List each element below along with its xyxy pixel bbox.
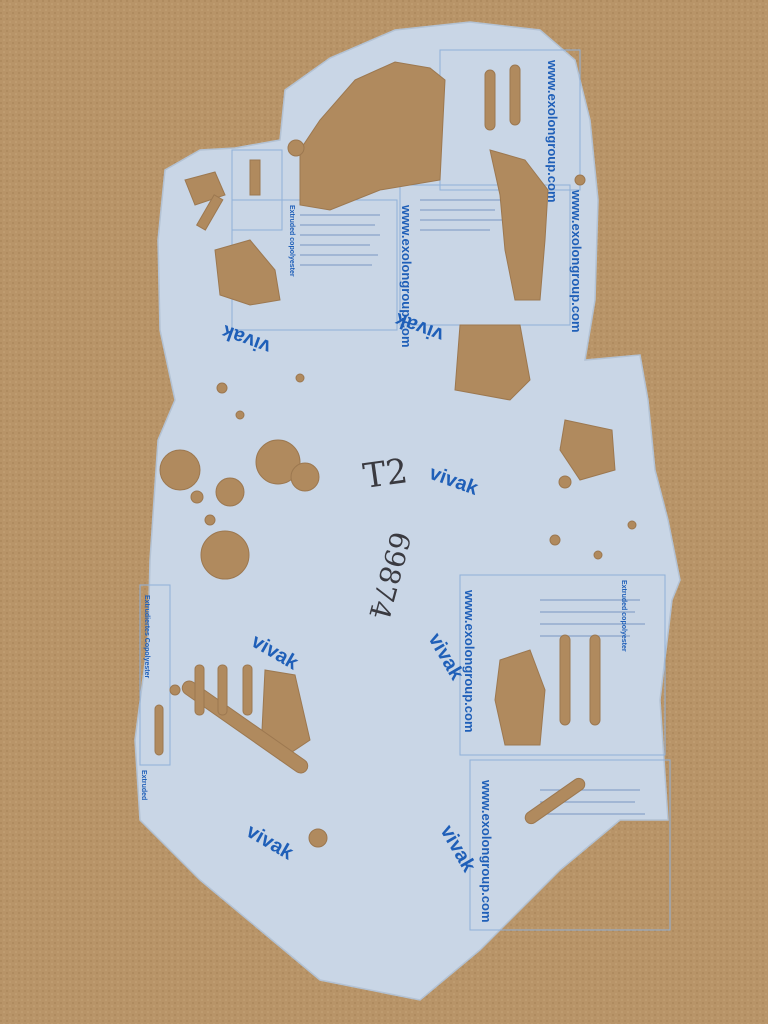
- website-print-5: www.exolongroup.com: [479, 779, 494, 923]
- film-heading-3: Extruded: [140, 770, 147, 800]
- film-heading-1: Extruded copolyester: [288, 205, 295, 277]
- website-print-1: www.exolongroup.com: [545, 59, 560, 203]
- film-heading-2: Extrudiertes Copolyester: [143, 595, 150, 679]
- website-print-4: www.exolongroup.com: [462, 589, 477, 733]
- website-print-3: www.exolongroup.com: [399, 204, 414, 348]
- website-print-2: www.exolongroup.com: [569, 189, 584, 333]
- film-heading-4: Extruded copolyester: [620, 580, 627, 652]
- handwritten-label-t2: T2: [361, 451, 410, 497]
- sheet-cutouts: [154, 61, 637, 848]
